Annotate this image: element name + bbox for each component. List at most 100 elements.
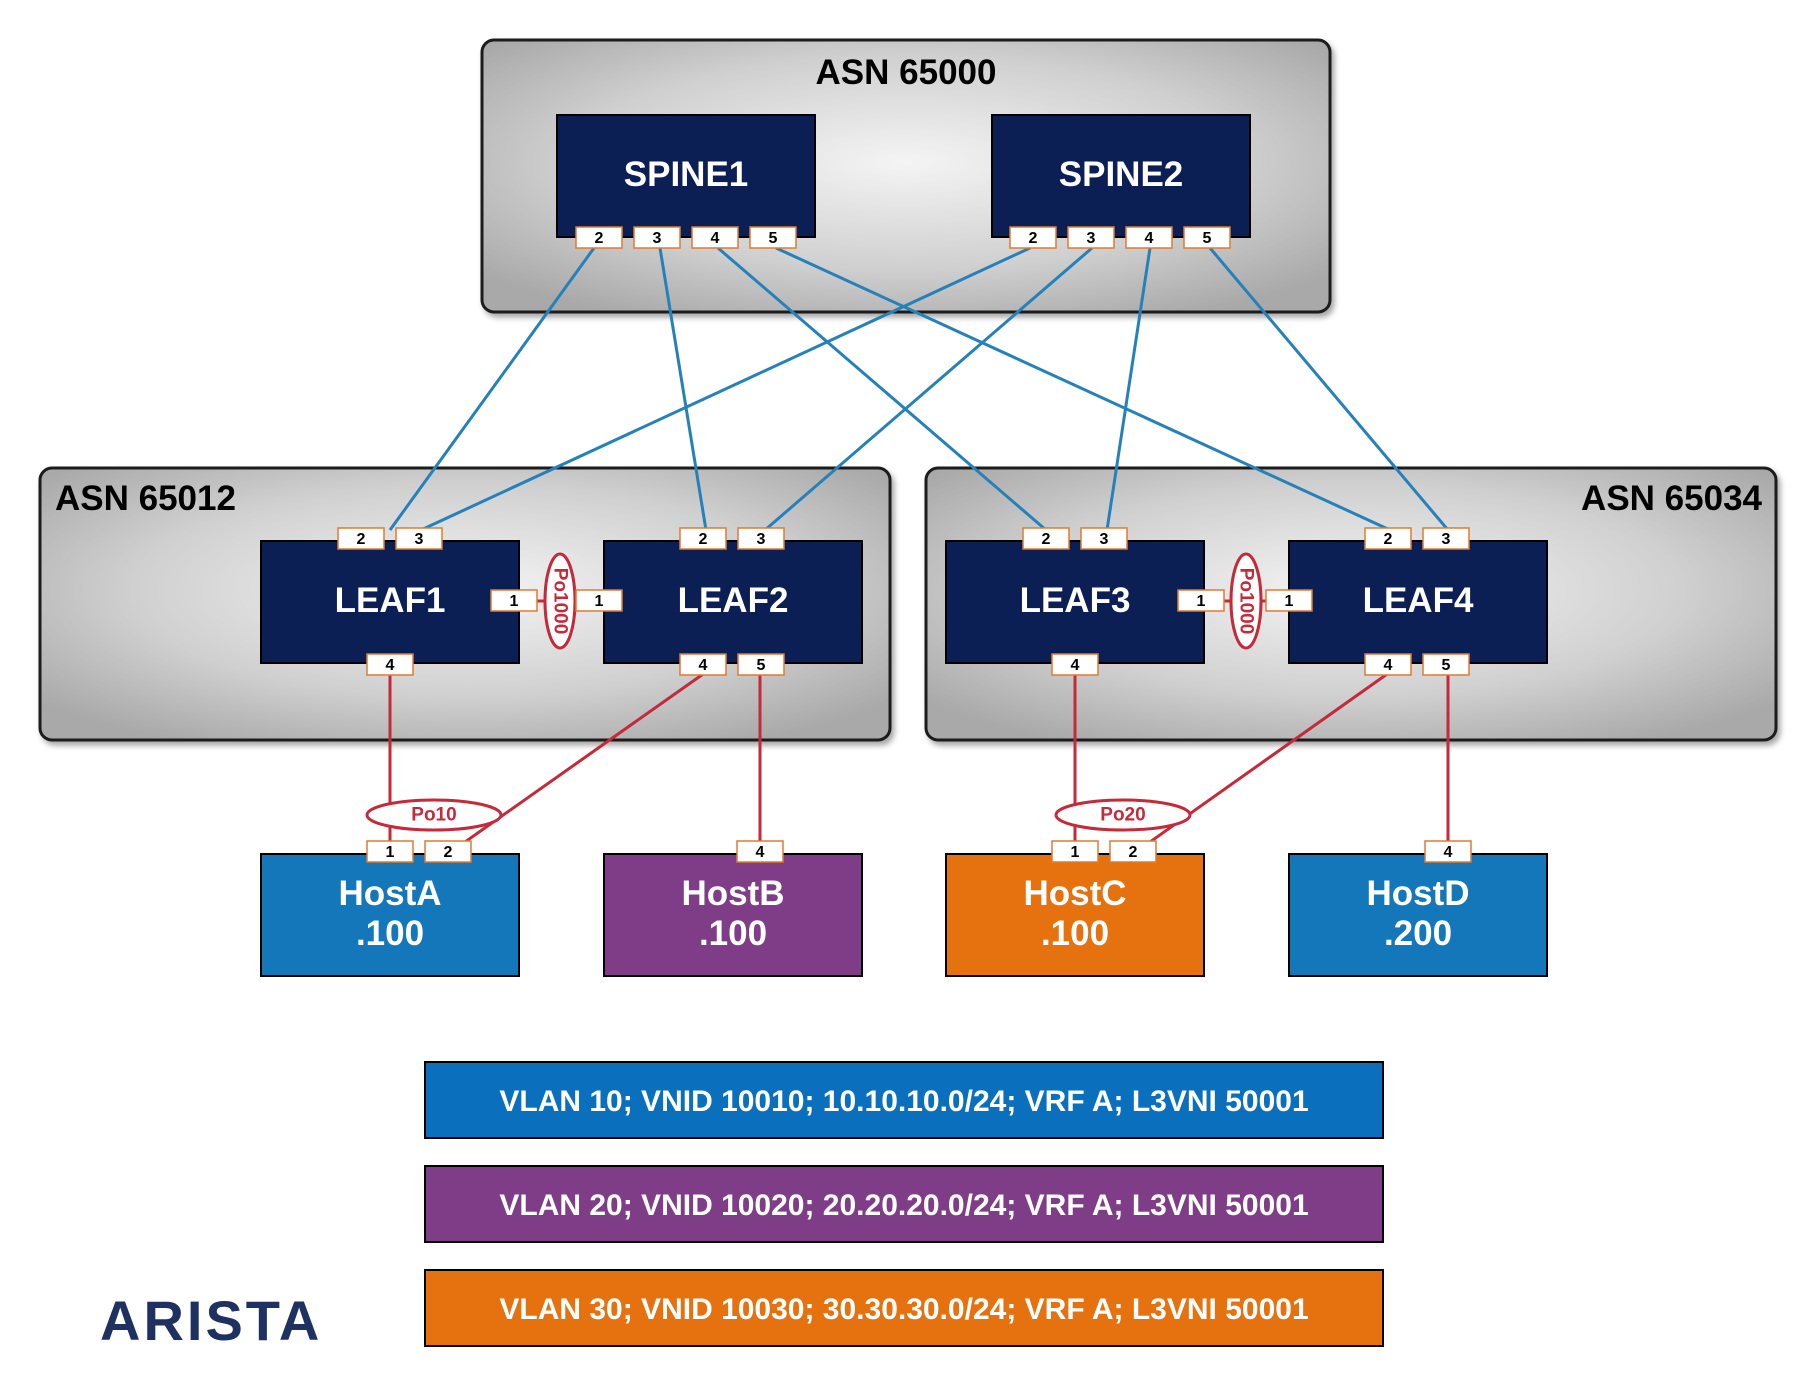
svg-text:4: 4 [1145, 230, 1154, 247]
switch-spine1[interactable]: SPINE1 [556, 114, 816, 238]
port: 4 [691, 226, 739, 249]
svg-text:5: 5 [1442, 657, 1451, 674]
port: 4 [1125, 226, 1173, 249]
port: 3 [737, 527, 785, 550]
port: 2 [424, 840, 472, 863]
switch-leaf1[interactable]: LEAF1 [260, 540, 520, 664]
svg-text:4: 4 [1071, 657, 1080, 674]
switch-label: SPINE1 [624, 155, 749, 194]
link-spine1-leaf1 [388, 247, 596, 531]
svg-text:1: 1 [1197, 593, 1206, 610]
portchannel-label: Po20 [1100, 805, 1145, 826]
port: 3 [395, 527, 443, 550]
port: 4 [736, 840, 784, 863]
port: 3 [1080, 527, 1128, 550]
svg-text:4: 4 [699, 657, 708, 674]
arista-logo: ARISTA [100, 1289, 322, 1352]
host-name: HostC [1023, 874, 1126, 913]
switch-leaf3[interactable]: LEAF3 [945, 540, 1205, 664]
port: 2 [1022, 527, 1070, 550]
link-spine2-leaf1 [420, 246, 1031, 532]
host-d[interactable]: HostD .200 [1288, 853, 1548, 977]
svg-text:3: 3 [1442, 531, 1451, 548]
portchannel-hostA: Po10 [365, 798, 503, 832]
host-name: HostB [681, 874, 784, 913]
ports-spine1: 2 3 4 5 [575, 226, 797, 249]
portchannel-label: Po10 [411, 805, 456, 826]
port: 1 [575, 589, 623, 612]
legend-text: VLAN 30; VNID 10030; 30.30.30.0/24; VRF … [499, 1293, 1308, 1326]
link-spine2-leaf3 [1105, 247, 1152, 531]
port: 4 [366, 653, 414, 676]
port: 4 [1364, 653, 1412, 676]
link-spine2-leaf4 [1208, 247, 1450, 531]
svg-text:3: 3 [1100, 531, 1109, 548]
port: 4 [679, 653, 727, 676]
switch-leaf4[interactable]: LEAF4 [1288, 540, 1548, 664]
svg-text:2: 2 [1042, 531, 1051, 548]
link-spine2-leaf2 [764, 246, 1093, 532]
svg-text:3: 3 [653, 230, 662, 247]
svg-text:1: 1 [510, 593, 519, 610]
legend-item-vlan20: VLAN 20; VNID 10020; 20.20.20.0/24; VRF … [424, 1165, 1384, 1243]
asn-label-spine: ASN 65000 [816, 53, 997, 92]
host-ip: .100 [356, 914, 424, 953]
legend: VLAN 10; VNID 10010; 10.10.10.0/24; VRF … [424, 1061, 1384, 1347]
svg-text:1: 1 [1071, 844, 1080, 861]
port: 1 [1051, 840, 1099, 863]
svg-text:4: 4 [386, 657, 395, 674]
svg-text:4: 4 [711, 230, 720, 247]
port: 5 [1183, 226, 1231, 249]
port: 5 [749, 226, 797, 249]
port: 5 [1422, 653, 1470, 676]
link-spine1-leaf4 [775, 246, 1391, 532]
link-spine1-leaf2 [658, 247, 708, 531]
portchannel-hostC: Po20 [1054, 798, 1192, 832]
legend-text: VLAN 10; VNID 10010; 10.10.10.0/24; VRF … [499, 1085, 1308, 1118]
svg-text:2: 2 [357, 531, 366, 548]
host-a[interactable]: HostA .100 [260, 853, 520, 977]
host-ip: .200 [1384, 914, 1452, 953]
port: 2 [679, 527, 727, 550]
svg-text:3: 3 [757, 531, 766, 548]
port: 5 [737, 653, 785, 676]
svg-text:4: 4 [1444, 844, 1453, 861]
port: 4 [1051, 653, 1099, 676]
switch-leaf2[interactable]: LEAF2 [603, 540, 863, 664]
switch-spine2[interactable]: SPINE2 [991, 114, 1251, 238]
ports-leaf1: 2 3 1 4 [337, 527, 538, 676]
port: 2 [337, 527, 385, 550]
svg-text:1: 1 [595, 593, 604, 610]
host-c[interactable]: HostC .100 [945, 853, 1205, 977]
switch-label: LEAF3 [1020, 581, 1131, 620]
ports-leaf3: 2 3 1 4 [1022, 527, 1225, 676]
ports-leaf2: 2 3 1 4 5 [575, 527, 785, 676]
legend-item-vlan10: VLAN 10; VNID 10010; 10.10.10.0/24; VRF … [424, 1061, 1384, 1139]
ports-spine2: 2 3 4 5 [1009, 226, 1231, 249]
port: 1 [1265, 589, 1313, 612]
port: 2 [1109, 840, 1157, 863]
port: 2 [1364, 527, 1412, 550]
switch-label: LEAF1 [335, 581, 446, 620]
host-ip: .100 [1041, 914, 1109, 953]
port: 1 [366, 840, 414, 863]
asn-label-leaf34: ASN 65034 [1581, 479, 1762, 518]
portchannel-label: Po1000 [550, 568, 571, 635]
svg-text:2: 2 [699, 531, 708, 548]
host-ip: .100 [699, 914, 767, 953]
svg-text:1: 1 [1285, 593, 1294, 610]
switch-label: LEAF2 [678, 581, 789, 620]
port: 2 [1009, 226, 1057, 249]
host-b[interactable]: HostB .100 [603, 853, 863, 977]
port: 3 [1067, 226, 1115, 249]
host-name: HostA [338, 874, 441, 913]
svg-text:2: 2 [595, 230, 604, 247]
svg-text:2: 2 [1029, 230, 1038, 247]
switch-label: SPINE2 [1059, 155, 1184, 194]
port: 4 [1424, 840, 1472, 863]
legend-text: VLAN 20; VNID 10020; 20.20.20.0/24; VRF … [499, 1189, 1308, 1222]
svg-text:5: 5 [769, 230, 778, 247]
port: 3 [633, 226, 681, 249]
ports-leaf4: 2 3 1 4 5 [1265, 527, 1470, 676]
